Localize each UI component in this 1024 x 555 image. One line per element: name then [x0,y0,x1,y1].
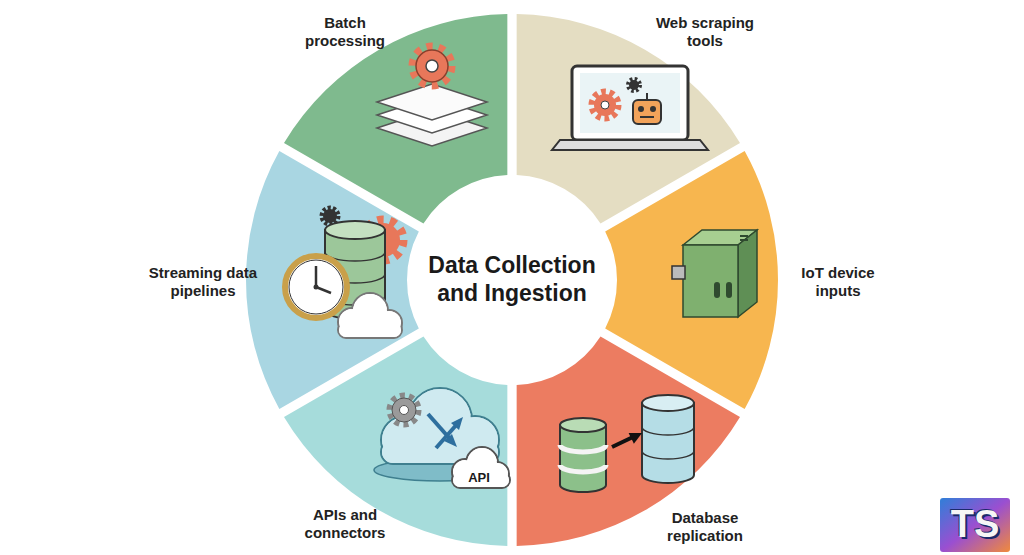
api-cloud-icon [374,388,510,488]
robot-eye [650,106,656,112]
streaming-icon [285,208,403,338]
gear-body [323,209,337,223]
robot-eye [638,106,644,112]
clock-rim [289,260,343,314]
center-title: Data Collection and Ingestion [412,252,612,307]
flow-arrow [436,423,458,448]
replication-icon [560,395,694,492]
cylinder-band [642,451,694,459]
logo-watermark: TS [951,503,1000,546]
batch-icon [377,47,487,146]
segment-label: Batch processing [295,14,395,50]
segment-label: IoT device inputs [791,264,886,300]
gear-body [629,80,639,90]
cloud-shape [338,322,402,338]
laptop-icon [552,66,708,150]
device-mark [740,239,748,241]
ring-segment [284,336,507,545]
cylinder-top [560,418,606,432]
segment-label: Database replication [655,509,755,545]
cloud-fill [339,323,401,337]
laptop-screen [572,66,688,140]
laptop-base [552,140,708,150]
cylinder-band [560,465,606,472]
cylinder-band [560,445,606,452]
segment-label: Web scraping tools [645,14,765,50]
gear-hole [426,60,438,72]
database-cylinder [642,403,694,483]
robot-head [633,100,661,124]
box-front [683,245,738,317]
laptop-display [580,73,680,133]
gear-body [392,398,416,422]
clock-hand [315,266,318,287]
database-cylinder [560,425,606,492]
api-tag: API [468,470,490,485]
device-mark [740,235,748,237]
gear-teeth [322,208,338,224]
segment-label: APIs and connectors [295,506,395,542]
gear-teeth [592,92,618,118]
gear-teeth [628,79,640,91]
logo-badge [940,498,1010,552]
device-vent [726,282,732,298]
robot-antenna [646,93,648,100]
gear-teeth [390,396,418,424]
segment-label: Streaming data pipelines [143,264,263,300]
robot-mouth [640,116,654,118]
box-side [738,230,757,317]
gear-body [416,50,448,82]
gear-teeth [413,47,451,85]
arrow-head [451,417,463,430]
cylinder-top [642,395,694,411]
hub-circle [412,180,612,380]
replication-arrow [612,437,633,447]
clock-face [285,256,347,318]
gear-hole [400,406,409,415]
device-port [672,266,685,279]
gear-hole [601,101,609,109]
cylinder-band [642,427,694,435]
gear-body [594,94,616,116]
arrow-head [629,433,642,444]
clock-pin [314,285,319,290]
iot-device-icon [672,230,757,317]
cylinder-top [325,221,385,239]
device-vent [714,282,720,298]
